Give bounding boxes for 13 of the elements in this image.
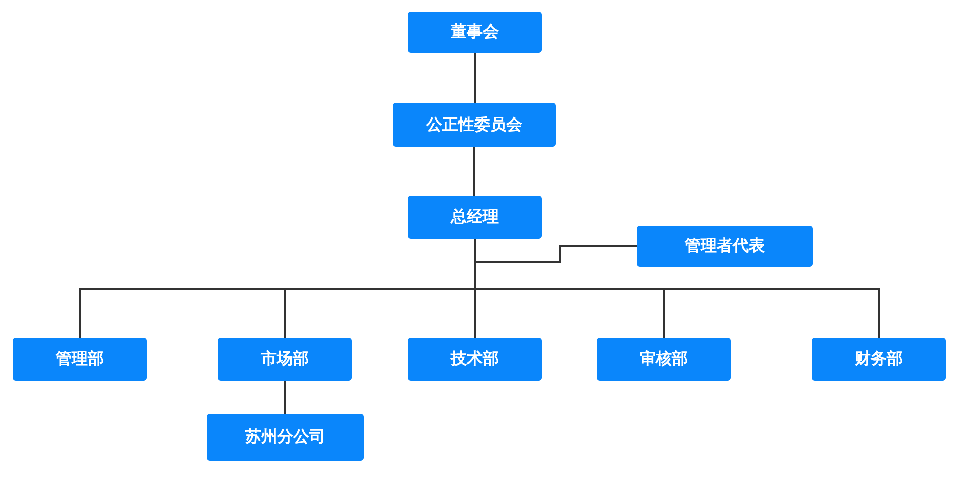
org-box: 董事会 — [408, 12, 542, 53]
org-box: 苏州分公司 — [207, 414, 364, 461]
org-box: 管理者代表 — [637, 226, 813, 267]
org-box: 公正性委员会 — [393, 103, 556, 147]
connector-line — [284, 381, 286, 414]
org-box: 技术部 — [408, 338, 542, 381]
org-box: 总经理 — [408, 196, 542, 239]
connector-line — [474, 53, 476, 103]
org-box: 审核部 — [597, 338, 731, 381]
org-box: 管理部 — [13, 338, 147, 381]
connector-line — [474, 147, 476, 196]
org-box: 市场部 — [218, 338, 352, 381]
org-box: 财务部 — [812, 338, 946, 381]
